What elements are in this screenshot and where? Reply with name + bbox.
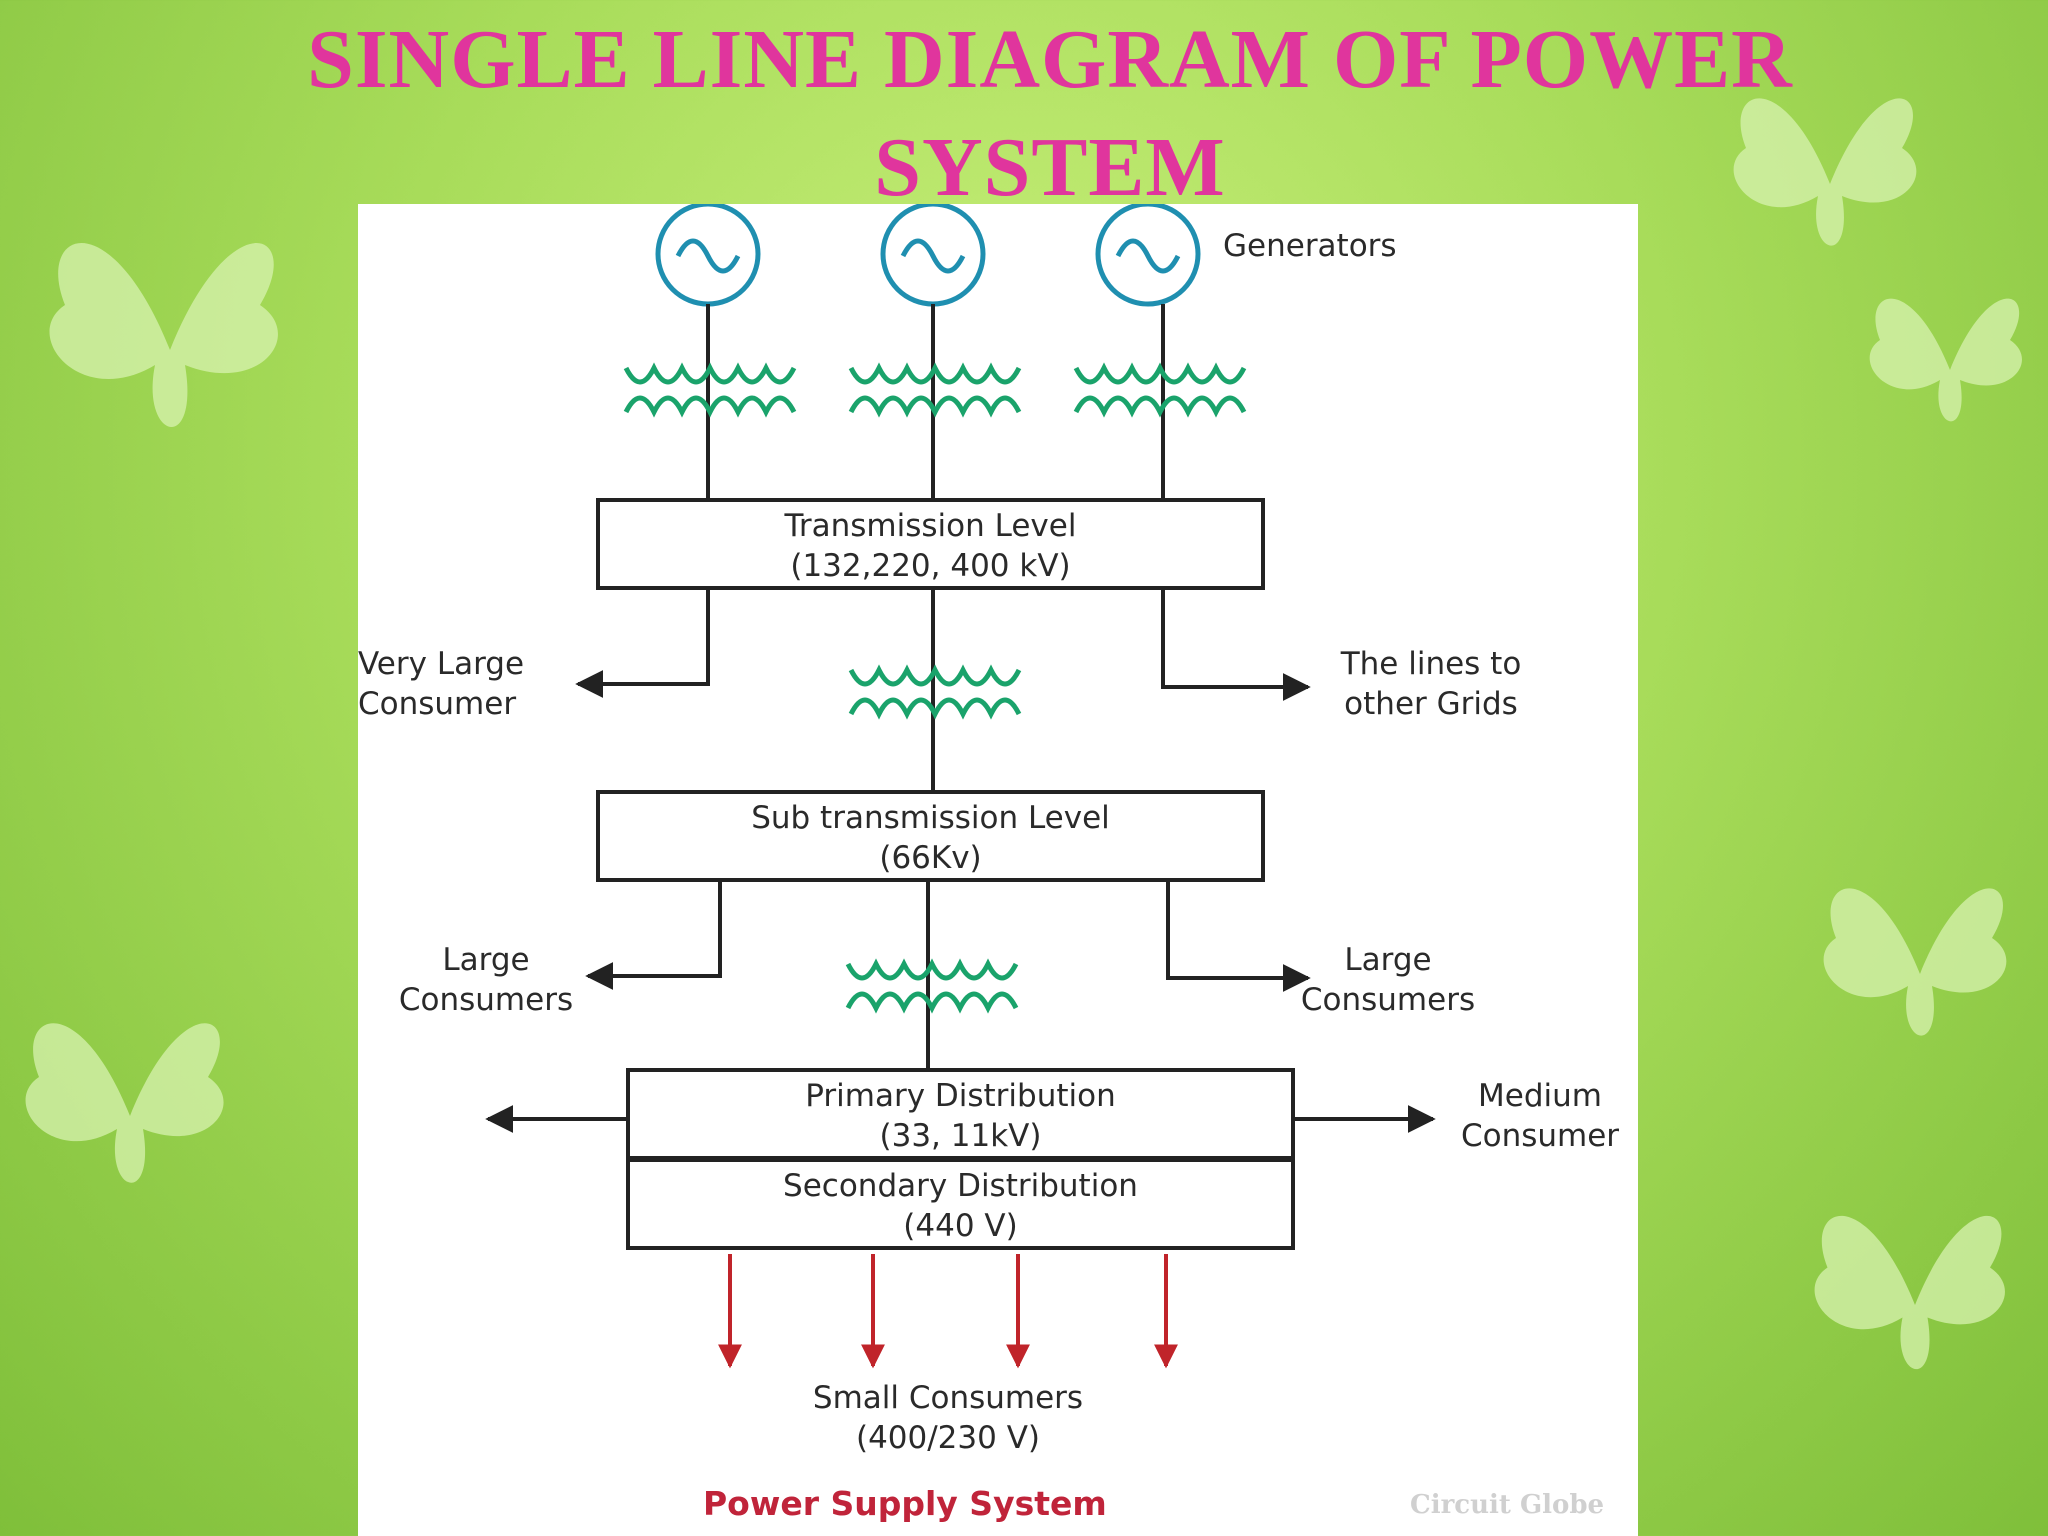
single-line-diagram — [485, 204, 1436, 1369]
butterfly-decoration-icon — [1869, 298, 2022, 422]
large-consumers-left-label: Large Consumers — [376, 940, 596, 1020]
transmission-level-box — [596, 498, 1265, 590]
page-title: SINGLE LINE DIAGRAM OF POWER SYSTEM — [0, 6, 2048, 222]
primary-distribution-name: Primary Distribution — [805, 1078, 1116, 1114]
medium-consumer-line1: Medium — [1478, 1078, 1602, 1114]
medium-consumer-label: Medium Consumer — [1440, 1076, 1640, 1156]
page-title-line1: SINGLE LINE DIAGRAM OF POWER — [307, 13, 1793, 106]
generators-label: Generators — [1223, 228, 1397, 264]
large-consumers-right-label: Large Consumers — [1278, 940, 1498, 1020]
generator-1-icon — [655, 204, 761, 307]
butterfly-decoration-icon — [1733, 98, 1917, 246]
large-consumers-right-line2: Consumers — [1300, 982, 1476, 1018]
subtransmission-level-label: Sub transmission Level (66Kv) — [598, 798, 1263, 878]
large-consumers-left-line2: Consumers — [398, 982, 574, 1018]
secondary-distribution-box — [626, 1158, 1295, 1250]
generator-3-icon — [1095, 204, 1201, 307]
butterfly-decoration-icon — [49, 243, 278, 428]
subtransmission-level-box — [596, 790, 1265, 882]
other-grids-line2: other Grids — [1344, 686, 1518, 722]
small-consumers-name: Small Consumers — [812, 1380, 1084, 1416]
diagram-caption: Power Supply System — [703, 1484, 1107, 1523]
transformer-sub-to-primary-icon — [848, 964, 1016, 1008]
subtransmission-level-voltage: (66Kv) — [879, 840, 982, 876]
small-consumers-voltage: (400/230 V) — [855, 1420, 1041, 1456]
step-up-transformer-3-icon — [1076, 368, 1244, 412]
transmission-feeders — [575, 588, 1311, 794]
secondary-distribution-label: Secondary Distribution (440 V) — [628, 1166, 1293, 1246]
generator-2-icon — [880, 204, 986, 307]
subtransmission-level-name: Sub transmission Level — [751, 800, 1110, 836]
large-consumers-left-line1: Large — [442, 942, 530, 978]
other-grids-label: The lines to other Grids — [1316, 644, 1546, 724]
butterfly-decoration-icon — [1823, 888, 2007, 1036]
small-consumer-arrows — [718, 1254, 1178, 1369]
medium-consumer-line2: Consumer — [1460, 1118, 1620, 1154]
very-large-consumer-line2: Consumer — [358, 686, 517, 722]
diagram-panel: Generators Transmission Level (132,220, … — [358, 204, 1638, 1536]
transmission-level-voltage: (132,220, 400 kV) — [790, 548, 1071, 584]
primary-distribution-voltage: (33, 11kV) — [879, 1118, 1042, 1154]
secondary-distribution-voltage: (440 V) — [903, 1208, 1018, 1244]
transmission-level-label: Transmission Level (132,220, 400 kV) — [598, 506, 1263, 586]
large-consumers-right-line1: Large — [1344, 942, 1432, 978]
primary-distribution-label: Primary Distribution (33, 11kV) — [628, 1076, 1293, 1156]
butterfly-decoration-icon — [1814, 1215, 2005, 1370]
page-title-line2: SYSTEM — [874, 121, 1226, 214]
very-large-consumer-line1: Very Large — [358, 646, 525, 682]
very-large-consumer-label: Very Large Consumer — [358, 644, 524, 724]
secondary-distribution-name: Secondary Distribution — [783, 1168, 1138, 1204]
small-consumers-label: Small Consumers (400/230 V) — [648, 1378, 1248, 1458]
subtransmission-feeders — [585, 880, 1311, 1070]
other-grids-line1: The lines to — [1340, 646, 1522, 682]
primary-distribution-box — [626, 1068, 1295, 1160]
butterfly-decoration-icon — [25, 1023, 224, 1183]
watermark: Circuit Globe — [1410, 1490, 1605, 1520]
transmission-level-name: Transmission Level — [784, 508, 1077, 544]
